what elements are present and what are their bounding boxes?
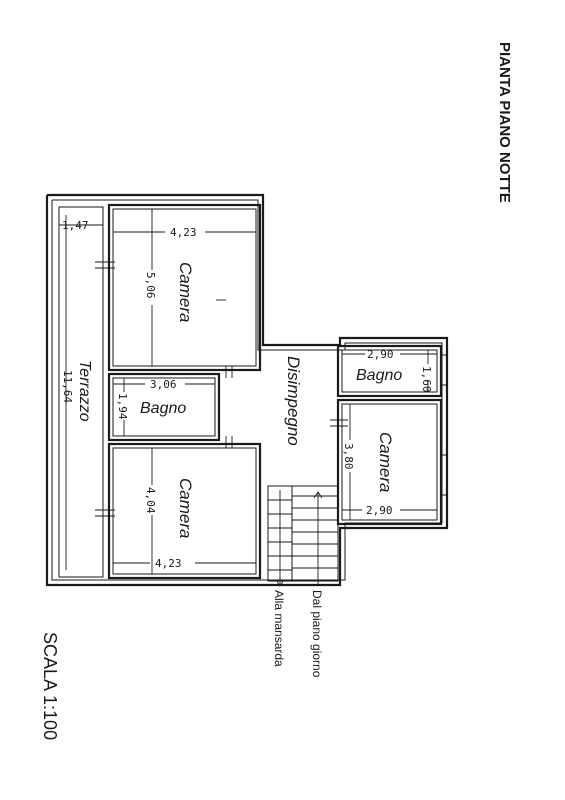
room-camera-bottom	[107, 442, 262, 580]
openings	[95, 261, 447, 517]
outer-walls	[45, 193, 449, 587]
terrazzo-length-label: 11,64	[61, 370, 74, 403]
stairs-up-label: Alla mansarda	[272, 590, 286, 667]
stairs-down-label: Dal piano giorno	[310, 590, 324, 678]
camera-bottom-width-label: 4,23	[155, 557, 182, 570]
terrazzo-width-label: 1,47	[62, 219, 89, 232]
dimension-lines	[59, 209, 437, 574]
bagno-left-length-label: 1,94	[116, 393, 129, 420]
plan-title: PIANTA PIANO NOTTE	[496, 42, 513, 203]
room-bagno-right	[336, 344, 443, 398]
camera-top-length-label: 5,06	[144, 272, 157, 299]
terrazzo	[58, 206, 104, 578]
room-camera-top	[107, 203, 262, 372]
room-camera-right	[336, 398, 443, 526]
room-label-terrazzo: Terrazzo	[76, 360, 93, 422]
room-label-camera-right: Camera	[376, 432, 395, 492]
camera-right-length-label: 3,80	[342, 443, 355, 470]
room-bagno-left	[107, 372, 221, 442]
bagno-right-length-label: 1,60	[420, 366, 433, 393]
camera-top-width-label: 4,23	[170, 226, 197, 239]
camera-bottom-length-label: 4,04	[144, 487, 157, 514]
room-label-bagno-left: Bagno	[140, 400, 186, 417]
room-label-camera-bottom: Camera	[176, 478, 195, 538]
room-label-disimpegno: Disimpegno	[284, 356, 303, 446]
camera-right-width-label: 2,90	[366, 504, 393, 517]
room-label-camera-top: Camera	[176, 262, 195, 322]
scale-label: SCALA 1:100	[40, 632, 60, 740]
bagno-left-width-label: 3,06	[150, 378, 177, 391]
bagno-right-width-label: 2,90	[367, 348, 394, 361]
stairs	[267, 485, 339, 587]
room-label-bagno-right: Bagno	[356, 367, 402, 384]
